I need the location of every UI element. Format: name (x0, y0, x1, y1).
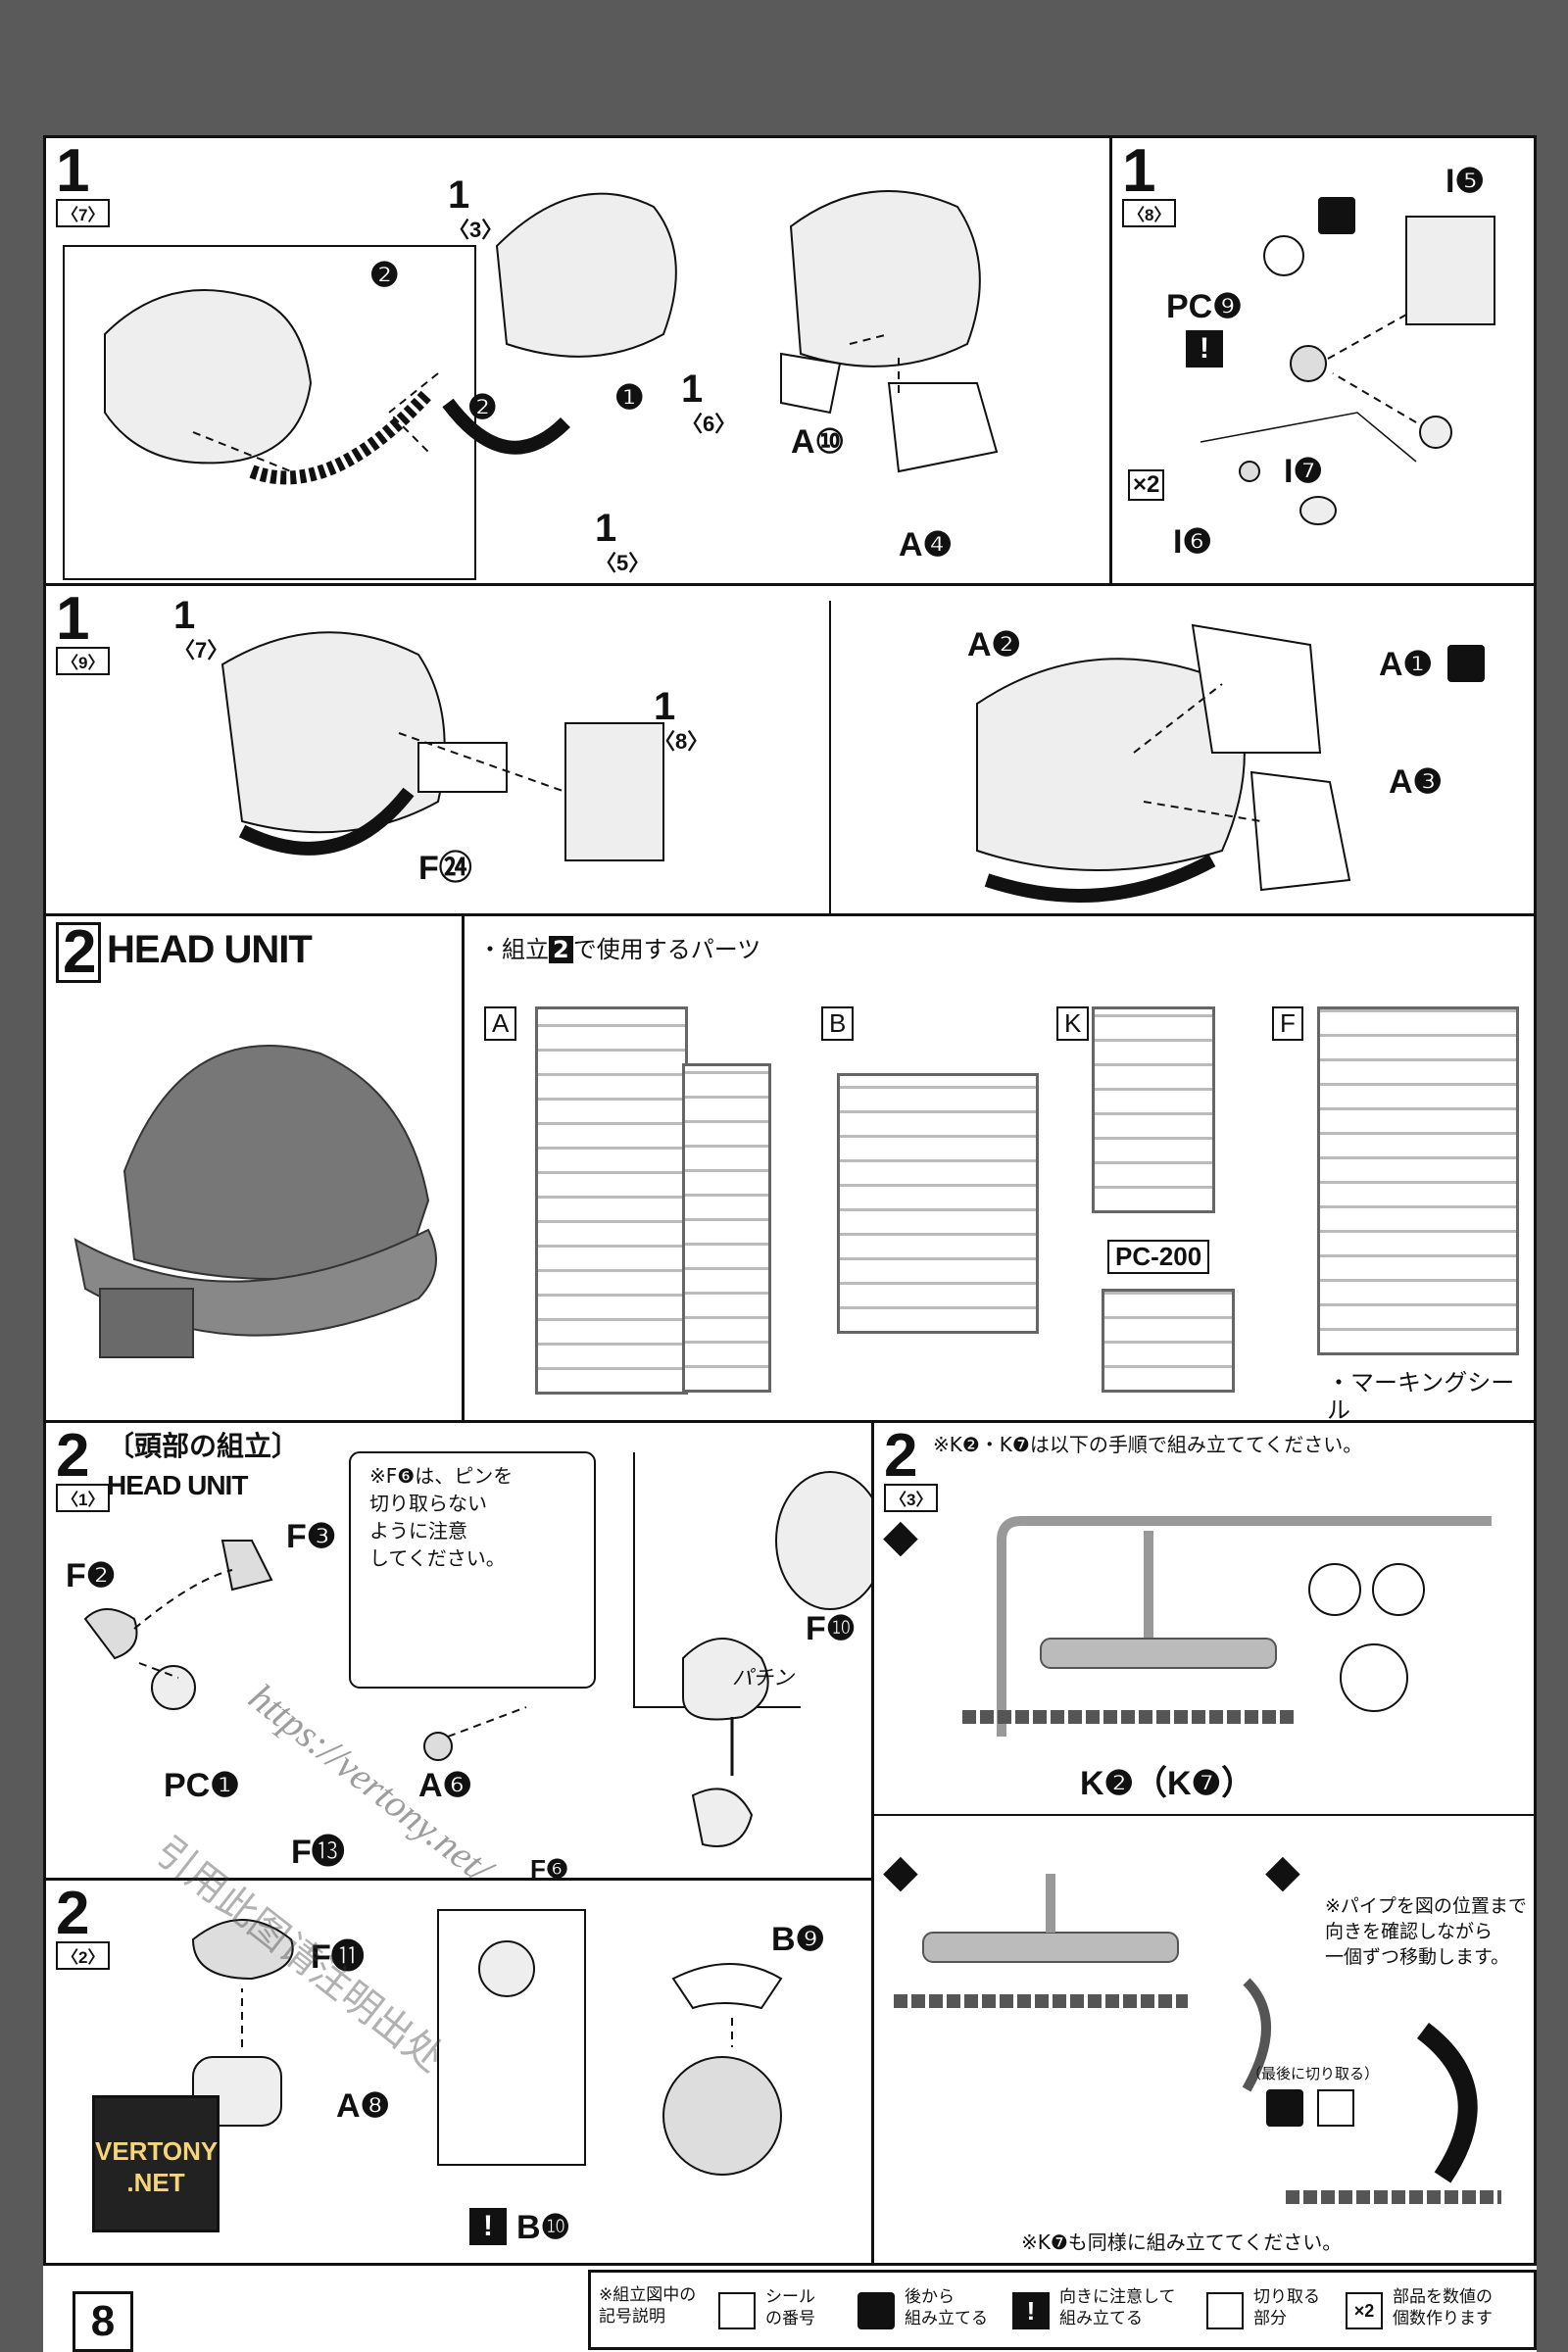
step-number: 1〈7〉 (56, 141, 111, 227)
page-number: 8 (73, 2291, 133, 2352)
step-title-en: HEAD UNIT (107, 1470, 248, 1500)
multiply-icon: ×2 (1346, 2292, 1383, 2329)
order-mark: ❶ (614, 379, 645, 416)
instruction-page: 1〈7〉 1〈3〉 1〈6〉 1〈5〉 ❷ ❷ ❶ A⑩ A❹ 1〈8〉 (43, 135, 1537, 2352)
legend-text: 向きに注意して 組み立てる (1059, 2287, 1176, 2328)
assembly-diagram-2-2 (191, 1909, 783, 2176)
runner-pc200 (1102, 1289, 1235, 1393)
assembly-diagram-2-3 (874, 1516, 1534, 2204)
part-label: I❼ (1284, 453, 1323, 490)
substep-2-mark: ◆ (884, 1847, 917, 1895)
part-label: A❻ (418, 1767, 473, 1804)
watermark-logo: VERTONY .NET (92, 2095, 220, 2232)
runner-f (1317, 1006, 1519, 1355)
part-label: B❿ (516, 2209, 571, 2246)
ref-step-5: 1〈5〉 (595, 507, 651, 575)
back-assemble-icon (1447, 645, 1485, 682)
part-label: F❿ (806, 1610, 857, 1647)
runner-a (535, 1006, 688, 1395)
part-label: F㉔ (418, 850, 472, 887)
caution-icon: ! (1186, 330, 1223, 368)
assembly-diagram-1-8 (1200, 216, 1495, 525)
runner-label-k: K (1056, 1006, 1090, 1041)
order-mark: ❷ (369, 257, 400, 294)
ref-step-3: 1〈3〉 (448, 173, 504, 242)
step-1-7-panel: 1〈7〉 1〈3〉 1〈6〉 1〈5〉 ❷ ❷ ❶ A⑩ A❹ (43, 135, 1121, 586)
runner-label-b: B (821, 1006, 855, 1041)
step-number: 2 (56, 922, 102, 983)
legend-heading: ※組立図中の 記号説明 (599, 2285, 697, 2327)
cut-icon (1317, 2089, 1354, 2127)
part-label: A❶ (1379, 646, 1434, 683)
step-1-8-panel: 1〈8〉 I❺ PC❾ ! ×2 I❼ I❻ (1109, 135, 1537, 586)
head-unit-render (74, 1045, 437, 1358)
ref-step-8: 1〈8〉 (654, 685, 710, 754)
step-number: 1〈8〉 (1122, 141, 1177, 227)
part-label: I❺ (1446, 163, 1485, 200)
back-assemble-icon (1266, 2089, 1303, 2127)
last-cut-note: （最後に切り取る） (1247, 2065, 1380, 2082)
multiplier-badge: ×2 (1128, 469, 1165, 501)
part-label: I❻ (1173, 523, 1212, 561)
runner-label-f: F (1272, 1006, 1303, 1041)
part-label: F❻ (530, 1854, 569, 1881)
part-label: A⑩ (791, 423, 846, 461)
step-number: 2〈3〉 (884, 1426, 939, 1512)
ref-step-6: 1〈6〉 (681, 368, 737, 436)
pin-caution-note: ※F❻は、ピンを 切り取らない ように注意 してください。 (369, 1464, 514, 1570)
part-label: PC❶ (164, 1767, 240, 1804)
step-2-headunit-panel: 2 HEAD UNIT (43, 913, 465, 1423)
step-1-9-panel: 1〈9〉 1〈7〉 1〈8〉 F㉔ A❷ A❶ A❸ (43, 583, 1537, 916)
k-part-label: K❷（K❼） (1080, 1765, 1255, 1802)
k7-note: ※K❼も同様に組み立ててください。 (1021, 2230, 1343, 2254)
order-mark: ❷ (467, 389, 498, 426)
sticker-icon (718, 2292, 756, 2329)
step-2-1-panel: 2〈1〉 〔頭部の組立〕 HEAD UNIT ※F❻は、ピンを 切り取らない よ… (43, 1420, 874, 1881)
part-label: A❽ (336, 2087, 391, 2125)
cut-icon (1206, 2292, 1244, 2329)
legend-text: 後から 組み立てる (905, 2287, 988, 2328)
substep-1-mark: ◆ (884, 1512, 917, 1560)
snap-sound: パチン (732, 1666, 794, 1690)
caution-icon: ! (1012, 2292, 1050, 2329)
step-number: 2〈2〉 (56, 1884, 111, 1970)
part-label: PC❾ (1166, 288, 1243, 325)
part-label: F⓫ (311, 1938, 365, 1976)
marking-sticker-note: ・マーキングシール (1327, 1369, 1515, 1423)
section-title: HEAD UNIT (107, 928, 313, 971)
part-label: B❾ (771, 1921, 826, 1958)
part-label: F❸ (286, 1518, 337, 1555)
assembly-diagram-1-9 (220, 601, 1351, 913)
runner-a-right (682, 1063, 771, 1393)
step-number: 2〈1〉 (56, 1426, 111, 1512)
legend-text: 切り取る 部分 (1253, 2287, 1320, 2328)
step-number: 1〈9〉 (56, 589, 111, 675)
step-title-jp: 〔頭部の組立〕 (107, 1430, 300, 1462)
legend-text: シール の番号 (765, 2287, 815, 2328)
pipe-move-note: ※パイプを図の位置まで 向きを確認しながら 一個ずつ移動します。 (1325, 1895, 1527, 1968)
ref-step-7: 1〈7〉 (173, 594, 229, 662)
legend-text: 部品を数値の 個数作ります (1393, 2287, 1493, 2328)
part-label: A❹ (899, 526, 954, 564)
caution-icon: ! (469, 2208, 507, 2245)
substep-3-mark: ◆ (1266, 1847, 1299, 1895)
back-assemble-icon (858, 2292, 895, 2329)
step-2-3-panel: 2〈3〉 ※K❷・K❼は以下の手順で組み立ててください。 ◆ K❷（K❼） ◆ … (871, 1420, 1537, 2266)
assembly-diagram-2-1 (83, 1451, 871, 1847)
part-label: F⓭ (291, 1834, 345, 1871)
back-assemble-icon (1318, 197, 1355, 234)
pc-runner-label: PC-200 (1107, 1240, 1210, 1274)
symbol-legend: ※組立図中の 記号説明 シール の番号 後から 組み立てる ! 向きに注意して … (588, 2270, 1537, 2350)
part-label: F❷ (66, 1557, 117, 1594)
assembly-diagram-1-7 (63, 190, 999, 580)
k-parts-note: ※K❷・K❼は以下の手順で組み立ててください。 (933, 1433, 1363, 1456)
part-label: A❸ (1389, 763, 1444, 801)
runner-label-a: A (484, 1006, 517, 1041)
part-label: A❷ (967, 626, 1022, 663)
runner-k (1092, 1006, 1215, 1213)
runner-b (837, 1073, 1039, 1334)
